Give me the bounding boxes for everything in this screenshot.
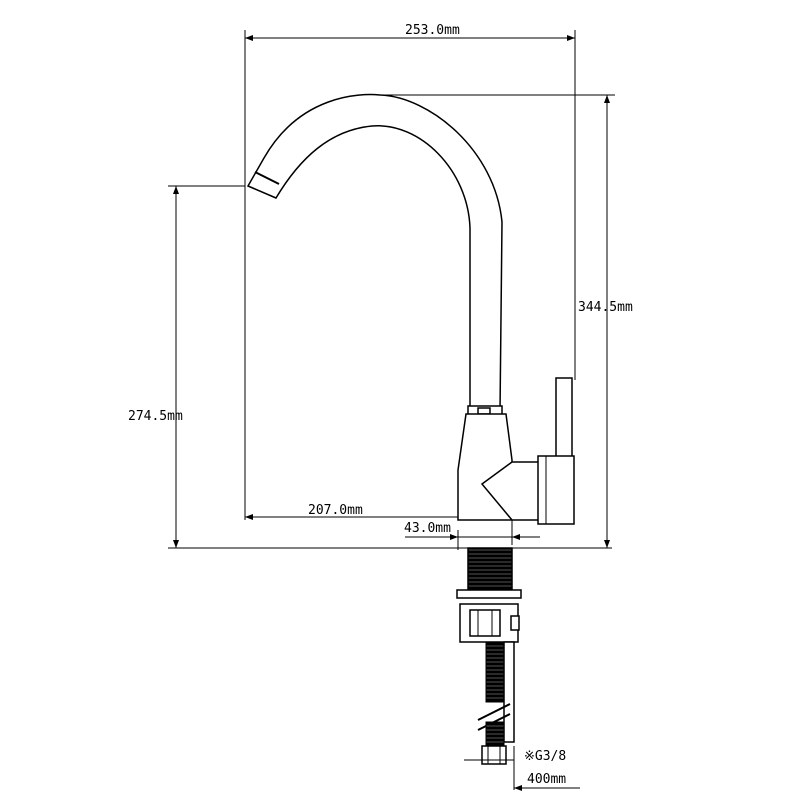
dim-overall-height-label: 344.5mm (578, 300, 633, 315)
dim-overall-height: 344.5mm (380, 94, 633, 548)
dim-overall-width: 253.0mm (244, 23, 576, 520)
faucet-body (457, 377, 575, 525)
dim-spout-reach-label: 207.0mm (308, 503, 363, 518)
faucet-spout (246, 93, 503, 413)
dim-hose-length-label: 400mm (527, 772, 566, 787)
dim-base-offset: 43.0mm (404, 520, 540, 550)
supply-hoses (464, 641, 515, 765)
mounting-shank (456, 547, 522, 643)
dim-base-offset-label: 43.0mm (404, 521, 451, 536)
dim-spout-height-label: 274.5mm (128, 409, 183, 424)
dim-spout-height: 274.5mm (128, 185, 245, 548)
thread-spec-label: ※G3/8 (524, 749, 566, 764)
dim-overall-width-label: 253.0mm (405, 23, 460, 38)
dim-hose-length: 400mm (513, 746, 580, 791)
